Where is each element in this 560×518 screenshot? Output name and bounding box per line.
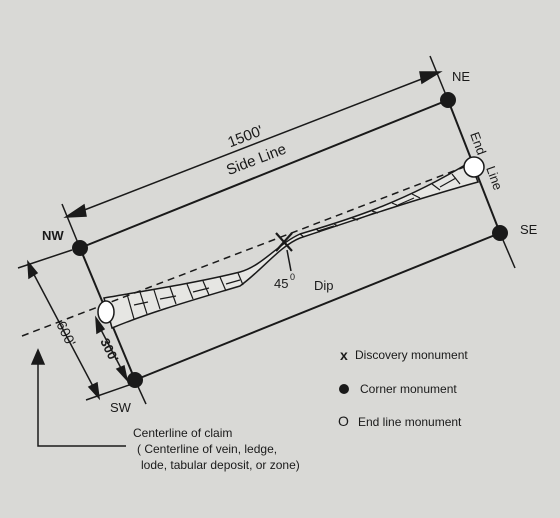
legend-end-line-label: End line monument bbox=[358, 415, 462, 429]
legend-end-line-icon: O bbox=[338, 413, 349, 429]
dip-degree-symbol: 0 bbox=[290, 272, 295, 282]
legend-corner-icon bbox=[339, 384, 349, 394]
south-side-line bbox=[134, 232, 501, 381]
side-line-arrowhead-right bbox=[419, 71, 443, 85]
centerline-leader bbox=[30, 348, 126, 447]
corner-monument-ne-icon bbox=[440, 92, 456, 108]
claim-centerline bbox=[21, 163, 473, 337]
dip-label: Dip bbox=[314, 278, 334, 293]
width-arrowhead-top bbox=[27, 259, 39, 280]
centerline-leader-arrowhead bbox=[30, 348, 46, 365]
dip-angle: 45 bbox=[274, 276, 288, 291]
corner-label-ne: NE bbox=[452, 69, 470, 84]
end-line-label-word2: Line bbox=[483, 164, 506, 192]
centerline-note-line1: Centerline of claim bbox=[133, 426, 232, 440]
half-width-arrowhead-bottom bbox=[115, 364, 129, 383]
north-side-line bbox=[79, 99, 449, 249]
vein-band bbox=[103, 160, 480, 330]
side-line-arrowhead-left bbox=[63, 203, 87, 218]
width-dimension bbox=[17, 249, 133, 401]
width-label: 600' bbox=[53, 318, 79, 348]
end-line-monument-west-icon bbox=[97, 300, 115, 324]
end-line-monument-east-icon bbox=[463, 156, 485, 178]
corner-label-se: SE bbox=[520, 222, 538, 237]
half-width-dimension bbox=[95, 315, 129, 383]
centerline-note-line3: lode, tabular deposit, or zone) bbox=[141, 458, 300, 472]
centerline-note-line2: ( Centerline of vein, ledge, bbox=[137, 442, 277, 456]
vein-cross-hatching bbox=[126, 173, 461, 320]
legend: x Discovery monument Corner monument O E… bbox=[338, 347, 468, 429]
legend-corner-label: Corner monument bbox=[360, 382, 457, 396]
vein-outline bbox=[103, 160, 480, 330]
dip-tick bbox=[286, 249, 292, 272]
discovery-monument-icon bbox=[275, 232, 293, 252]
end-line-label-word1: End bbox=[467, 130, 489, 157]
corner-monument-nw-icon bbox=[72, 240, 88, 256]
half-width-arrowhead-top bbox=[95, 315, 106, 335]
corner-label-sw: SW bbox=[110, 400, 132, 415]
width-arrowhead-bottom bbox=[87, 381, 101, 401]
legend-discovery-icon: x bbox=[340, 347, 348, 363]
corner-label-nw: NW bbox=[42, 228, 64, 243]
legend-discovery-label: Discovery monument bbox=[355, 348, 468, 362]
corner-monument-se-icon bbox=[492, 225, 508, 241]
side-line-dimension bbox=[63, 71, 443, 218]
